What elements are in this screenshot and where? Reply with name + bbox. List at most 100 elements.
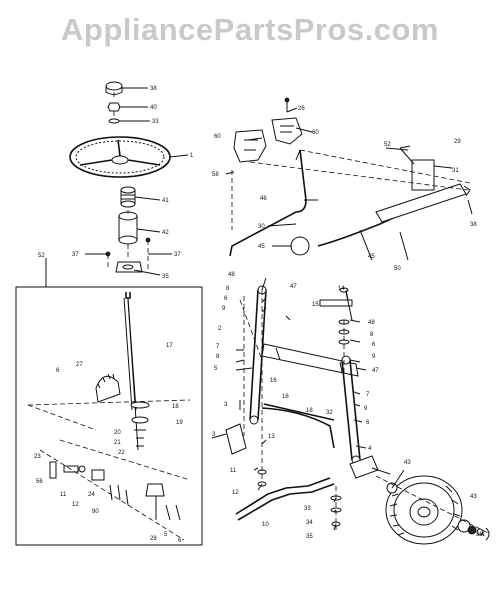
- callout-6: 6: [224, 296, 228, 302]
- callout-31: 31: [452, 168, 459, 174]
- callout-12-box: 12: [72, 502, 79, 508]
- callout-38: 38: [150, 86, 157, 92]
- callout-14: 14: [338, 286, 345, 292]
- steering-shaft: [123, 292, 139, 451]
- callout-52-right: 52: [384, 142, 391, 148]
- callout-60-right: 60: [312, 130, 319, 136]
- callout-6-box-lower: 6: [178, 538, 182, 544]
- callout-16: 16: [282, 394, 289, 400]
- pivot-bracket-parts: [27, 399, 191, 541]
- callout-13: 13: [268, 434, 275, 440]
- callout-48-right: 48: [368, 320, 375, 326]
- callout-47-right: 47: [372, 368, 379, 374]
- callout-40: 40: [150, 105, 157, 111]
- steering-wheel: [69, 136, 171, 178]
- callout-5: 5: [214, 366, 218, 372]
- steering-bushing: [118, 211, 138, 245]
- callout-6-box: 6: [56, 368, 60, 374]
- callout-6-lower: 6: [366, 420, 370, 426]
- bracket-axis-lines: [231, 149, 471, 230]
- callout-12: 12: [232, 490, 239, 496]
- callout-1: 1: [190, 153, 194, 159]
- callout-38-right: 38: [470, 222, 477, 228]
- handle-knob: [290, 236, 310, 256]
- callout-41: 41: [162, 198, 169, 204]
- callout-22: 22: [118, 450, 125, 456]
- callout-37-left: 37: [72, 252, 79, 258]
- callout-28: 28: [150, 536, 157, 542]
- callout-37-right: 37: [174, 252, 181, 258]
- callout-35: 35: [162, 274, 169, 280]
- callout-9: 9: [222, 306, 226, 312]
- callout-29: 29: [454, 139, 461, 145]
- callout-56: 56: [36, 479, 43, 485]
- bracket-leader-lines: [225, 107, 473, 261]
- callout-36: 36: [476, 532, 483, 538]
- spindle-left: [211, 423, 247, 455]
- callout-3-upper: 3: [224, 402, 228, 408]
- callout-24: 24: [88, 492, 95, 498]
- callout-52: 52: [38, 253, 45, 259]
- callout-5-box: 5: [164, 532, 168, 538]
- callout-10: 10: [262, 522, 269, 528]
- callout-7: 7: [216, 344, 220, 350]
- callout-19: 19: [176, 420, 183, 426]
- upper-bracket-right: [271, 117, 303, 145]
- callout-45-knob: 45: [258, 244, 265, 250]
- axle-beam: [261, 343, 359, 377]
- column-axis-line: [113, 92, 129, 260]
- callout-43-top: 43: [404, 460, 411, 466]
- callout-46: 46: [260, 196, 267, 202]
- callout-9-lower: 9: [364, 406, 368, 412]
- callout-8-lower: 8: [216, 354, 220, 360]
- steering-cap: [105, 81, 123, 95]
- callout-33-lower: 33: [304, 506, 311, 512]
- steering-nut: [107, 102, 121, 112]
- subassembly-frame: [15, 286, 203, 546]
- lift-handle: [317, 147, 467, 247]
- callout-4: 4: [368, 446, 372, 452]
- callout-47: 47: [290, 284, 297, 290]
- steering-washer: [108, 118, 120, 124]
- spindle-right: [349, 455, 391, 479]
- sector-gear: [95, 373, 121, 403]
- callout-3: 3: [212, 432, 216, 438]
- callout-18: 18: [172, 404, 179, 410]
- pivot-stack: [319, 287, 353, 345]
- callout-16-left: 16: [270, 378, 277, 384]
- callout-42: 42: [162, 230, 169, 236]
- bolt-26: [284, 97, 290, 112]
- drag-link: [261, 403, 335, 449]
- callout-26: 26: [298, 106, 305, 112]
- callout-27: 27: [76, 362, 83, 368]
- callout-11-box: 11: [60, 492, 67, 498]
- callout-33: 33: [152, 119, 159, 125]
- callout-45: 45: [368, 254, 375, 260]
- callout-20: 20: [114, 430, 121, 436]
- linkage-leader-lines: [235, 277, 485, 537]
- pinion-assembly: [130, 401, 150, 447]
- tie-rod-left: [249, 285, 267, 425]
- callout-21: 21: [114, 440, 121, 446]
- callout-23: 23: [34, 454, 41, 460]
- column-leader-lines: [85, 87, 189, 276]
- upper-bracket-left: [233, 129, 267, 163]
- wheel-axis-line: [375, 475, 491, 535]
- watermark: AppliancePartsPros.com: [61, 12, 439, 47]
- callout-30: 30: [258, 224, 265, 230]
- callout-8-right: 8: [370, 332, 374, 338]
- callout-90: 90: [92, 509, 99, 515]
- callout-9-right: 9: [372, 354, 376, 360]
- callout-32: 32: [326, 410, 333, 416]
- callout-labels: 38 40 33 1 41 42 37 37 35 52 26 60 60 58…: [34, 86, 483, 544]
- callout-58: 58: [212, 172, 219, 178]
- callout-18-right: 18: [306, 408, 313, 414]
- callout-11: 11: [230, 468, 237, 474]
- lower-link: [235, 477, 335, 521]
- callout-15: 15: [312, 302, 319, 308]
- callout-2: 2: [218, 326, 222, 332]
- wheel-hub: [409, 498, 439, 526]
- callout-50: 50: [394, 266, 401, 272]
